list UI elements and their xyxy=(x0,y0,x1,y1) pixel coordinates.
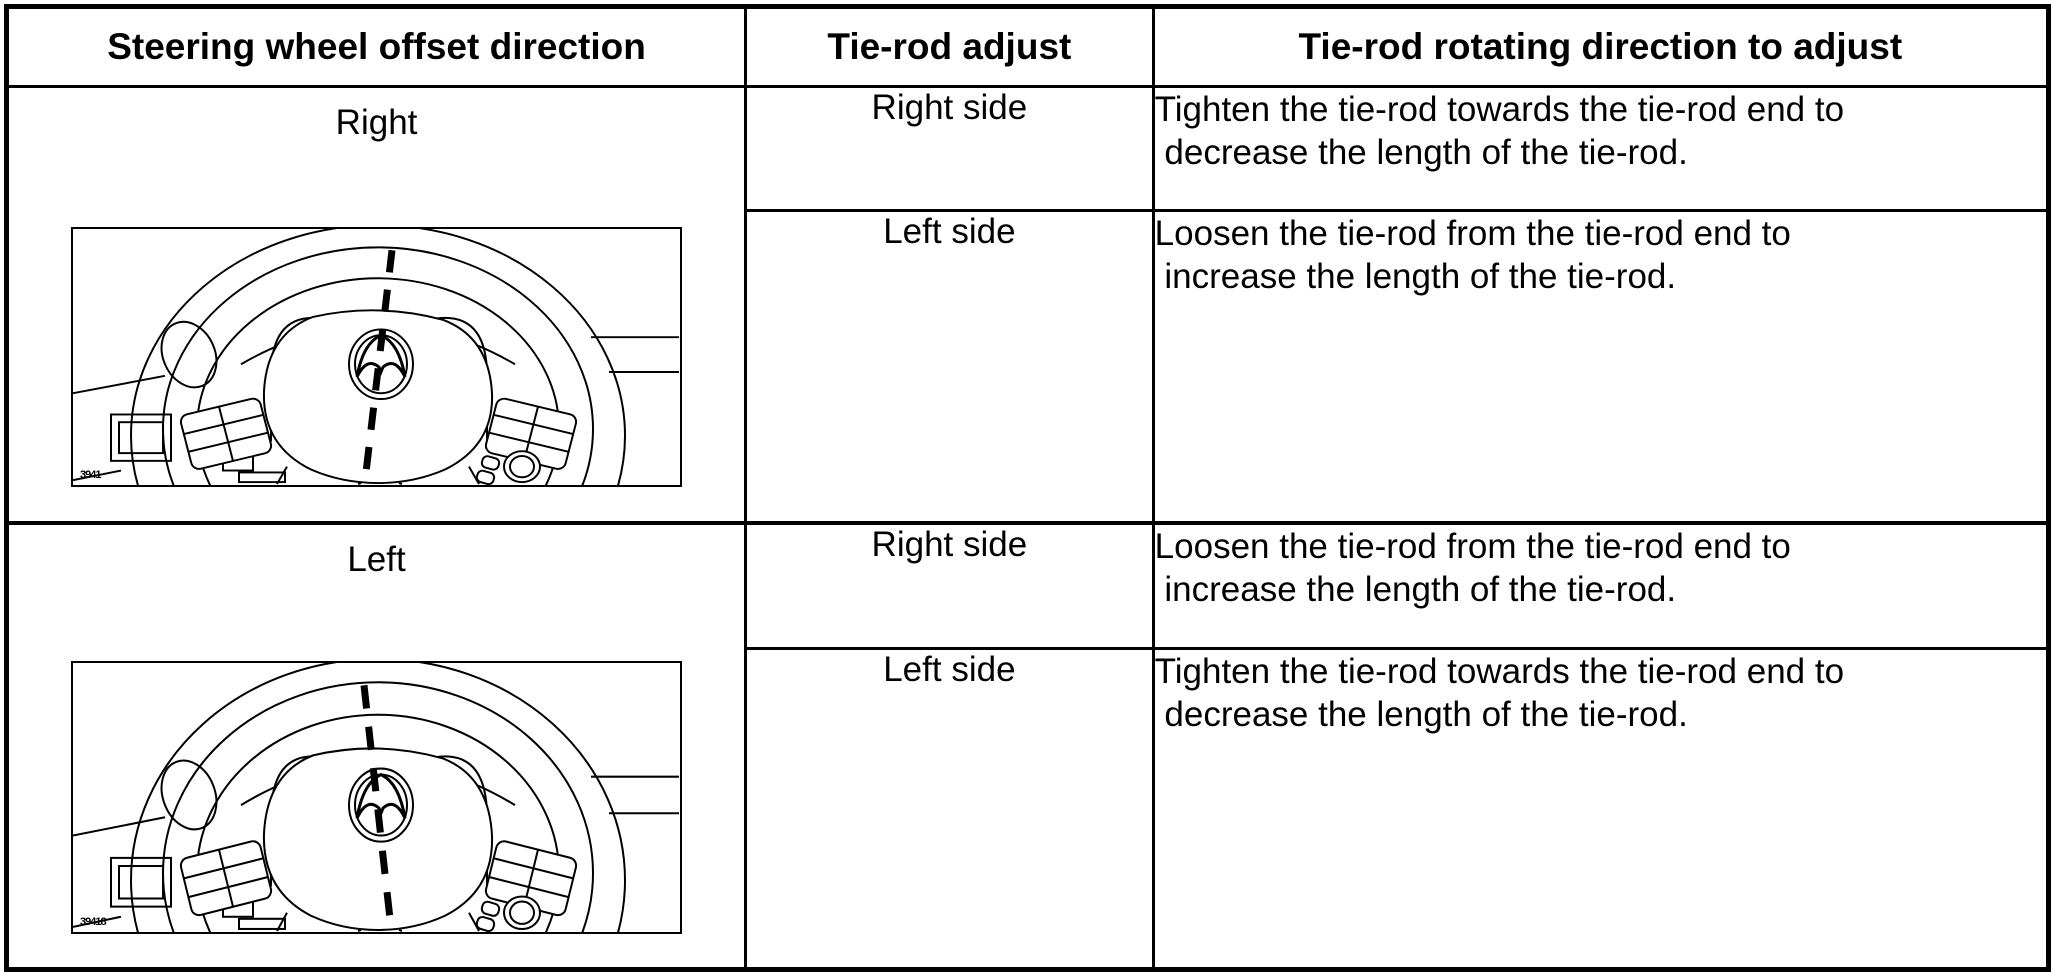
figure-code: 39418 xyxy=(80,916,107,928)
tie-rod-side-cell: Right side xyxy=(744,85,1155,212)
instruction-text: Loosen the tie-rod from the tie-rod end … xyxy=(1154,527,1791,609)
offset-direction-label: Left xyxy=(347,540,406,579)
tie-rod-side-cell: Left side xyxy=(744,646,1155,972)
table-header-row: Steering wheel offset direction Tie-rod … xyxy=(4,5,2051,88)
steering-wheel-figure-right-offset: 3941 xyxy=(71,227,683,487)
header-steering-wheel-offset-direction: Steering wheel offset direction xyxy=(4,5,748,88)
instruction-text: Tighten the tie-rod towards the tie-rod … xyxy=(1154,651,1845,734)
tie-rod-side-cell: Right side xyxy=(744,520,1155,650)
instruction-cell: Tighten the tie-rod towards the tie-rod … xyxy=(1151,646,2051,972)
figure-code: 3941 xyxy=(80,469,102,481)
instruction-text: Tighten the tie-rod towards the tie-rod … xyxy=(1154,90,1845,172)
instruction-cell: Loosen the tie-rod from the tie-rod end … xyxy=(1151,520,2051,650)
instruction-cell: Tighten the tie-rod towards the tie-rod … xyxy=(1151,85,2051,212)
header-tie-rod-adjust: Tie-rod adjust xyxy=(744,5,1155,88)
steering-wheel-diagram xyxy=(73,663,681,932)
table-row: Left side Loosen the tie-rod from the ti… xyxy=(7,208,2051,525)
instruction-text: Loosen the tie-rod from the tie-rod end … xyxy=(1154,213,1791,296)
table-row: Left side Tighten the tie-rod towards th… xyxy=(7,646,2051,972)
offset-right-cell: Right 3941 xyxy=(4,85,748,525)
offset-direction-label: Right xyxy=(335,103,418,142)
offset-left-cell: Left 39418 xyxy=(4,521,748,971)
header-tie-rod-rotating-direction: Tie-rod rotating direction to adjust xyxy=(1151,5,2051,88)
steering-wheel-diagram xyxy=(73,229,681,485)
instruction-cell: Loosen the tie-rod from the tie-rod end … xyxy=(1151,208,2051,525)
table-row: Right 3941 Right side Tighten the tie-ro… xyxy=(4,85,2051,525)
tie-rod-side-cell: Left side xyxy=(744,208,1155,525)
steering-wheel-figure-left-offset: 39418 xyxy=(71,661,683,934)
tie-rod-adjustment-table: Steering wheel offset direction Tie-rod … xyxy=(4,4,2051,972)
table-row: Left 39418 Right side Loosen the tie-rod… xyxy=(4,520,2051,971)
